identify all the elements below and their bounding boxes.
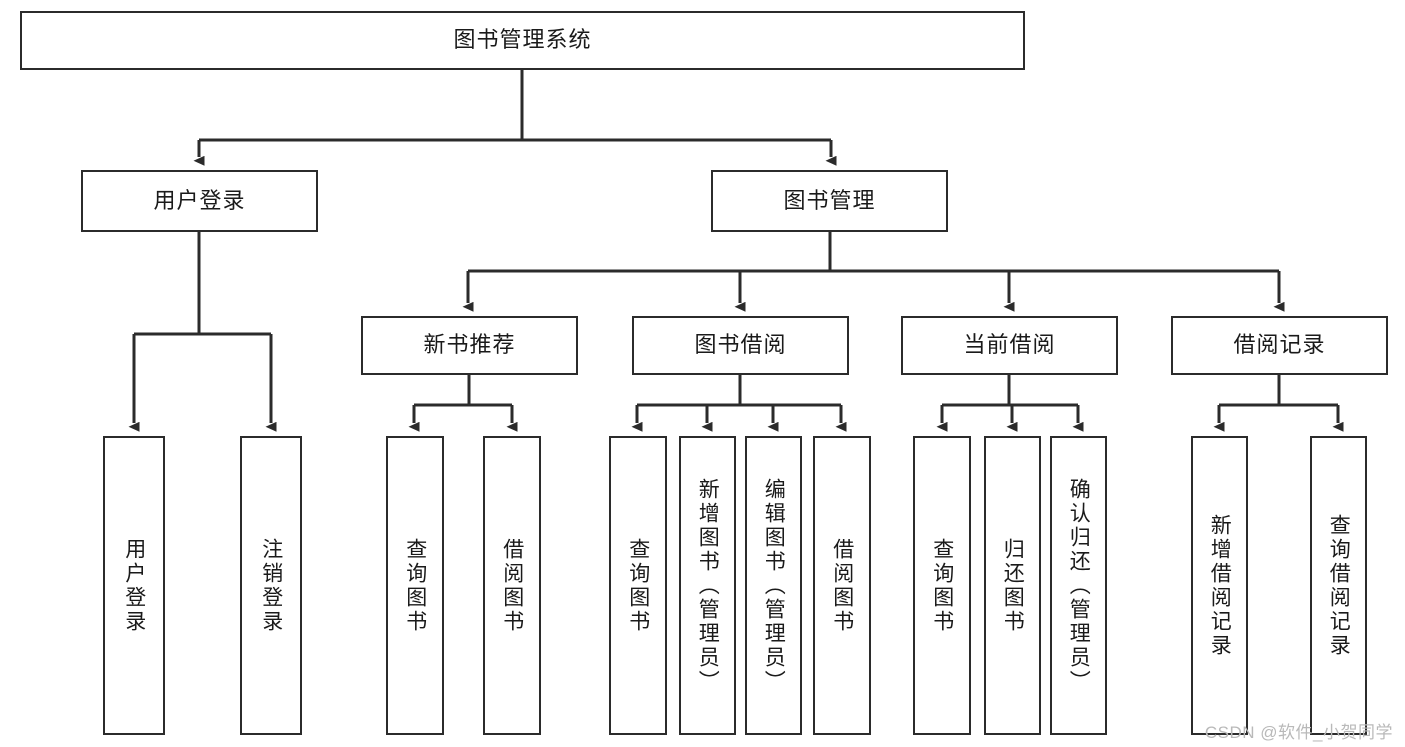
node-leaf-edit-book-admin-label: 编辑图书（管理员）: [762, 477, 786, 694]
node-leaf-add-book-admin[interactable]: 新增图书（管理员）: [679, 436, 736, 735]
node-leaf-query-book-3[interactable]: 查询图书: [913, 436, 971, 735]
node-leaf-query-borrow-record-label: 查询借阅记录: [1327, 513, 1351, 658]
node-borrow-record[interactable]: 借阅记录: [1171, 316, 1388, 375]
node-user-login[interactable]: 用户登录: [81, 170, 318, 232]
csdn-watermark: CSDN @软件_小贺同学: [1204, 723, 1393, 742]
node-root[interactable]: 图书管理系统: [20, 11, 1025, 70]
node-new-book-recommend[interactable]: 新书推荐: [361, 316, 578, 375]
node-leaf-add-borrow-record[interactable]: 新增借阅记录: [1191, 436, 1248, 735]
node-borrow-record-label: 借阅记录: [1233, 332, 1326, 358]
node-leaf-query-book-2[interactable]: 查询图书: [609, 436, 667, 735]
node-leaf-return-book-label: 归还图书: [1001, 537, 1025, 634]
node-leaf-confirm-return-admin[interactable]: 确认归还（管理员）: [1050, 436, 1107, 735]
node-current-borrow[interactable]: 当前借阅: [901, 316, 1118, 375]
node-leaf-borrow-book-2-label: 借阅图书: [830, 537, 854, 634]
node-leaf-confirm-return-admin-label: 确认归还（管理员）: [1067, 477, 1091, 694]
node-leaf-query-book-2-label: 查询图书: [626, 537, 650, 634]
node-new-book-recommend-label: 新书推荐: [423, 332, 516, 358]
node-leaf-borrow-book-1-label: 借阅图书: [500, 537, 524, 634]
node-leaf-query-book-1[interactable]: 查询图书: [386, 436, 444, 735]
node-current-borrow-label: 当前借阅: [963, 332, 1056, 358]
node-leaf-user-login-label: 用户登录: [122, 537, 146, 634]
node-book-manage[interactable]: 图书管理: [711, 170, 948, 232]
node-book-borrow-label: 图书借阅: [694, 332, 787, 358]
node-leaf-return-book[interactable]: 归还图书: [984, 436, 1041, 735]
node-leaf-borrow-book-2[interactable]: 借阅图书: [813, 436, 871, 735]
node-leaf-logout-login[interactable]: 注销登录: [240, 436, 302, 735]
node-leaf-query-borrow-record[interactable]: 查询借阅记录: [1310, 436, 1367, 735]
node-user-login-label: 用户登录: [153, 187, 246, 213]
node-leaf-logout-login-label: 注销登录: [259, 537, 283, 634]
node-root-label: 图书管理系统: [453, 27, 592, 53]
node-leaf-edit-book-admin[interactable]: 编辑图书（管理员）: [745, 436, 802, 735]
node-leaf-query-book-3-label: 查询图书: [930, 537, 954, 634]
node-leaf-user-login[interactable]: 用户登录: [103, 436, 165, 735]
node-leaf-borrow-book-1[interactable]: 借阅图书: [483, 436, 541, 735]
node-leaf-add-borrow-record-label: 新增借阅记录: [1208, 513, 1232, 658]
node-book-borrow[interactable]: 图书借阅: [632, 316, 849, 375]
node-book-manage-label: 图书管理: [783, 187, 876, 213]
node-leaf-add-book-admin-label: 新增图书（管理员）: [696, 477, 720, 694]
node-leaf-query-book-1-label: 查询图书: [403, 537, 427, 634]
